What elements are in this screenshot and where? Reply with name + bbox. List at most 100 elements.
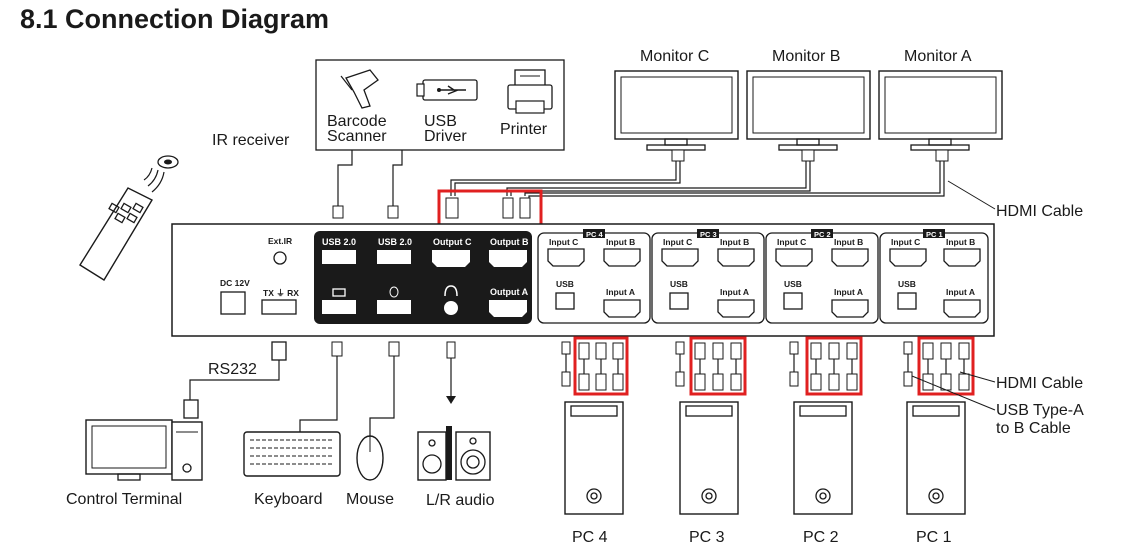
monitor-b: Monitor B: [746, 48, 871, 151]
usb-driver-label-2: Driver: [424, 128, 467, 145]
input-c-label: Input C: [663, 237, 692, 247]
pc-tag: PC 1: [926, 230, 943, 239]
audio-cable: [446, 341, 456, 404]
hdmi-connector: [712, 342, 724, 360]
usb-b-label: USB 2.0: [378, 237, 412, 247]
pc-4-label: PC 4: [572, 529, 608, 546]
ext-ir-label: Ext.IR: [268, 236, 292, 246]
usb-port-mouse: [377, 300, 411, 314]
usb-b-connector: [675, 341, 685, 355]
hdmi-connector: [612, 342, 624, 360]
usb-cable-label-1: USB Type-A: [996, 402, 1084, 419]
hdmi-connector: [612, 373, 624, 391]
rs232-label: RS232: [208, 361, 257, 378]
usb-b-connector: [789, 341, 799, 355]
ir-receiver-icon: [157, 155, 179, 169]
hdmi-connector: [940, 373, 952, 391]
usb-devices-group: Barcode Scanner USB Driver Printer: [315, 59, 565, 151]
pc-group-3: PC 3 Input C Input B USB Input A: [651, 229, 765, 324]
input-a-label: Input A: [606, 287, 635, 297]
pc-tag: PC 2: [814, 230, 831, 239]
device-usb-cables: [332, 150, 403, 219]
output-c-port: [432, 250, 470, 267]
hdmi-connector: [828, 342, 840, 360]
printer-icon: [507, 69, 553, 114]
pc-4: PC 4: [564, 401, 624, 546]
lr-audio-label: L/R audio: [426, 492, 495, 509]
monitor-c-label: Monitor C: [640, 48, 709, 65]
usb-a-connector: [675, 371, 685, 387]
mouse-icon: [356, 435, 384, 481]
monitor-c: Monitor C: [614, 48, 739, 151]
keyboard-cable: [299, 341, 343, 432]
hdmi-connector: [578, 342, 590, 360]
hdmi-connector: [958, 373, 970, 391]
keyboard-label: Keyboard: [254, 491, 323, 508]
usb-driver-icon: [416, 79, 478, 101]
highlight-pc-hdmi-connectors: [689, 336, 747, 396]
ir-remote-icon: [79, 167, 165, 281]
input-c-label: Input C: [891, 237, 920, 247]
hdmi-connector: [922, 373, 934, 391]
input-a-label: Input A: [720, 287, 749, 297]
headphone-icon: [444, 285, 458, 297]
usb-port-b: [377, 250, 411, 264]
output-b-label: Output B: [490, 237, 529, 247]
hdmi-connector: [922, 342, 934, 360]
input-a-label: Input A: [834, 287, 863, 297]
usb-a-connector: [789, 371, 799, 387]
monitor-b-label: Monitor B: [772, 48, 840, 65]
pc-group-1: PC 1 Input C Input B USB Input A: [879, 229, 989, 324]
hdmi-connector: [846, 373, 858, 391]
input-b-label: Input B: [834, 237, 863, 247]
hdmi-connector: [958, 342, 970, 360]
usb-port-keyboard: [322, 300, 356, 314]
hdmi-connector: [595, 373, 607, 391]
usb-a-connector: [903, 371, 913, 387]
hdmi-connector: [578, 373, 590, 391]
usb-port-a: [322, 250, 356, 264]
input-c-label: Input C: [777, 237, 806, 247]
control-terminal-label: Control Terminal: [66, 491, 182, 508]
hdmi-cable-label-right: HDMI Cable: [996, 375, 1083, 392]
output-b-port: [489, 250, 527, 267]
monitor-a-label: Monitor A: [904, 48, 972, 65]
highlight-pc-hdmi-connectors: [917, 336, 975, 396]
usb-cable-label-2: to B Cable: [996, 420, 1071, 437]
pc-2: PC 2: [793, 401, 853, 546]
usb-label: USB: [784, 279, 802, 289]
pc-group-4: PC 4 Input C Input B USB Input A: [537, 229, 651, 324]
hdmi-connector: [810, 373, 822, 391]
hdmi-connector: [828, 373, 840, 391]
speakers-icon: [417, 426, 491, 481]
mouse-port-icon: [389, 286, 399, 298]
kvm-switch: Ext.IR DC 12V TX ⏚ RX USB 2.0 USB 2.0 Ou…: [171, 223, 995, 337]
usb-label: USB: [898, 279, 916, 289]
hdmi-connector: [712, 373, 724, 391]
barcode-label-1: Barcode: [327, 113, 387, 130]
pc-tag: PC 3: [700, 230, 717, 239]
pc-2-label: PC 2: [803, 529, 839, 546]
audio-jack: [444, 301, 458, 315]
printer-label: Printer: [500, 121, 548, 138]
ir-receiver-label: IR receiver: [212, 132, 290, 149]
host-port-panel: [314, 231, 532, 324]
usb-b-connector: [561, 341, 571, 355]
usb-a-label: USB 2.0: [322, 237, 356, 247]
pc-3-label: PC 3: [689, 529, 725, 546]
pc-1: PC 1: [906, 401, 966, 546]
input-b-label: Input B: [606, 237, 635, 247]
ext-ir-port: [273, 251, 287, 265]
usb-devices-box: [315, 59, 565, 151]
input-c-label: Input C: [549, 237, 578, 247]
usb-a-connector: [561, 371, 571, 387]
output-a-label: Output A: [490, 287, 529, 297]
mouse-label: Mouse: [346, 491, 394, 508]
hdmi-connector: [940, 342, 952, 360]
hdmi-connector: [694, 373, 706, 391]
rs232-connection: RS232: [183, 341, 287, 419]
output-c-label: Output C: [433, 237, 472, 247]
barcode-scanner-icon: [340, 69, 379, 109]
usb-label: USB: [556, 279, 574, 289]
